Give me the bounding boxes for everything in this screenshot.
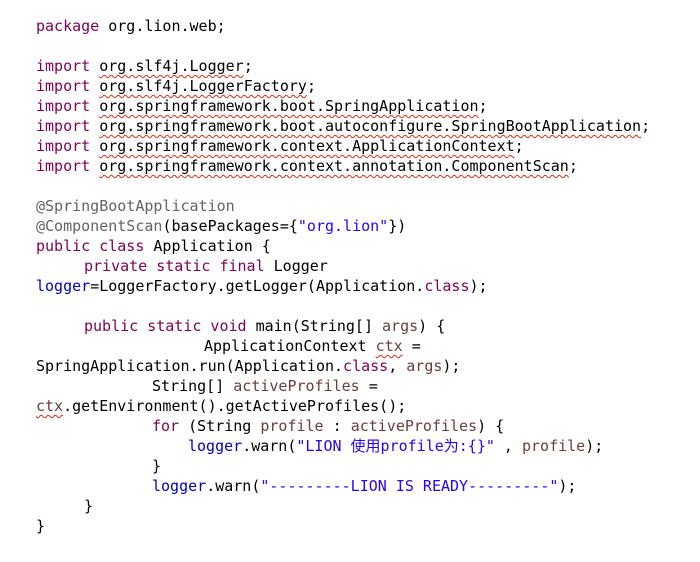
code-line-main: public static void main(String[] args) { xyxy=(84,316,445,336)
import-path: org.springframework.context.ApplicationC… xyxy=(99,137,515,155)
code-line-for: for (String profile : activeProfiles) { xyxy=(152,416,504,436)
code-line-import: import org.springframework.boot.autoconf… xyxy=(36,116,650,136)
annotation: @ComponentScan xyxy=(36,217,163,235)
code-line-class-close: } xyxy=(36,516,45,536)
keyword: import xyxy=(36,117,91,135)
keyword: private static final xyxy=(84,257,265,275)
semicolon: ; xyxy=(243,57,253,75)
variable: profile xyxy=(522,437,586,455)
import-path: org.springframework.boot.SpringApplicati… xyxy=(99,97,479,115)
code-text: (basePackages={ xyxy=(162,217,298,235)
code-text: ); xyxy=(442,357,461,375)
variable: activeProfiles xyxy=(350,417,478,435)
semicolon: ; xyxy=(478,97,488,115)
semicolon: ; xyxy=(641,117,651,135)
code-text: ); xyxy=(469,277,488,295)
code-text: SpringApplication.run(Application. xyxy=(36,357,344,375)
code-line-profiles-decl: String[] activeProfiles = xyxy=(152,376,378,396)
import-path: org.slf4j.Logger xyxy=(99,57,244,75)
annotation: @SpringBootApplication xyxy=(36,197,235,215)
code-line-import: import org.springframework.context.Appli… xyxy=(36,136,524,156)
code-line-for-close: } xyxy=(152,456,161,476)
code-text: .warn( xyxy=(206,477,261,495)
keyword: import xyxy=(36,157,91,175)
variable: profile xyxy=(260,417,324,435)
code-text: .warn( xyxy=(242,437,297,455)
code-line-get-profiles: ctx.getEnvironment().getActiveProfiles()… xyxy=(36,396,406,416)
code-line-package: package org.lion.web; xyxy=(36,16,226,36)
import-path: org.slf4j.LoggerFactory xyxy=(99,77,307,95)
keyword: import xyxy=(36,57,91,75)
string-literal: "org.lion" xyxy=(297,217,389,235)
code-text: Application { xyxy=(144,237,271,255)
parameter: args xyxy=(382,317,419,335)
code-line-import: import org.springframework.boot.SpringAp… xyxy=(36,96,488,116)
import-path: org.springframework.context.annotation.C… xyxy=(99,157,569,175)
code-line-annotation: @SpringBootApplication xyxy=(36,196,235,216)
code-text: ) { xyxy=(477,417,505,435)
code-text: ); xyxy=(558,477,577,495)
keyword: import xyxy=(36,137,91,155)
code-text: , xyxy=(388,357,407,375)
field-name: logger xyxy=(188,437,243,455)
code-line-import: import org.slf4j.LoggerFactory; xyxy=(36,76,316,96)
code-line-field-init: logger=LoggerFactory.getLogger(Applicati… xyxy=(36,276,488,296)
import-path: org.springframework.boot.autoconfigure.S… xyxy=(99,117,642,135)
code-line-import: import org.slf4j.Logger; xyxy=(36,56,253,76)
code-line-import: import org.springframework.context.annot… xyxy=(36,156,578,176)
code-text: , xyxy=(494,437,522,455)
code-text: ); xyxy=(585,437,604,455)
code-line-class: public class Application { xyxy=(36,236,271,256)
string-literal: "---------LION IS READY---------" xyxy=(260,477,559,495)
variable: ctx xyxy=(36,397,64,415)
code-text: Logger xyxy=(264,257,328,275)
code-line-run: SpringApplication.run(Application.class,… xyxy=(36,356,460,376)
code-text: main(String[] xyxy=(246,317,383,335)
code-text: } xyxy=(152,457,162,475)
keyword: package xyxy=(36,17,100,35)
parameter: args xyxy=(406,357,443,375)
semicolon: ; xyxy=(306,77,316,95)
code-text: =LoggerFactory.getLogger(Application. xyxy=(90,277,425,295)
code-text: } xyxy=(36,517,46,535)
keyword: class xyxy=(343,357,389,375)
code-text: ) { xyxy=(418,317,446,335)
code-line-warn-ready: logger.warn("---------LION IS READY-----… xyxy=(152,476,576,496)
variable: ctx xyxy=(375,337,403,355)
code-text: } xyxy=(84,497,94,515)
code-line-main-close: } xyxy=(84,496,93,516)
keyword: public static void xyxy=(84,317,247,335)
code-text: }) xyxy=(388,217,407,235)
code-text: .getEnvironment().getActiveProfiles(); xyxy=(63,397,407,415)
keyword: import xyxy=(36,77,91,95)
keyword: public class xyxy=(36,237,145,255)
semicolon: ; xyxy=(568,157,578,175)
code-line-field: private static final Logger xyxy=(84,256,328,276)
code-line-warn-profile: logger.warn("LION 使用profile为:{}" , profi… xyxy=(188,436,603,456)
semicolon: ; xyxy=(514,137,524,155)
code-text: = xyxy=(359,377,378,395)
code-text: : xyxy=(323,417,351,435)
variable: activeProfiles xyxy=(233,377,360,395)
code-text: = xyxy=(402,337,421,355)
code-text: (String xyxy=(179,417,261,435)
field-name: logger xyxy=(152,477,207,495)
code-text: String[] xyxy=(152,377,234,395)
code-text: ApplicationContext xyxy=(204,337,376,355)
code-line-ctx-decl: ApplicationContext ctx = xyxy=(204,336,421,356)
keyword: import xyxy=(36,97,91,115)
package-name: org.lion.web; xyxy=(99,17,226,35)
code-line-annotation: @ComponentScan(basePackages={"org.lion"}… xyxy=(36,216,406,236)
string-literal: "LION 使用profile为:{}" xyxy=(296,437,495,455)
keyword: for xyxy=(152,417,180,435)
field-name: logger xyxy=(36,277,91,295)
keyword: class xyxy=(424,277,470,295)
